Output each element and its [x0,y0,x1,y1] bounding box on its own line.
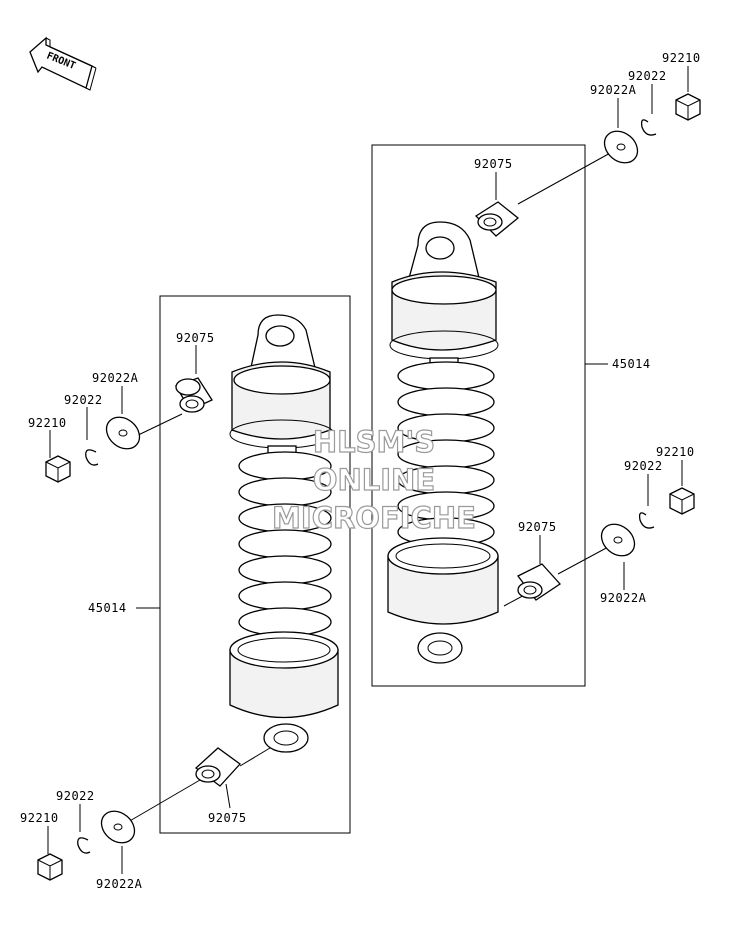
label-washer-left-top: 92022A [92,371,139,385]
label-nut-right-bottom: 92210 [656,445,695,459]
washer-icon [600,523,636,557]
right-assembly-frame [371,144,586,687]
washer-icon [105,416,141,450]
nut-icon [37,853,63,881]
circlip-icon [77,837,91,854]
label-circlip-left-bottom: 92022 [56,789,95,803]
circlip-icon [85,449,99,466]
washer-icon [603,130,639,164]
watermark-line3: MICROFICHE [272,501,476,535]
label-nut-right-top: 92210 [662,51,701,65]
label-nut-left-top: 92210 [28,416,67,430]
label-circlip-right-bottom: 92022 [624,459,663,473]
label-washer-right-top: 92022A [590,83,637,97]
collar-icon [194,747,241,787]
nut-icon [675,93,701,121]
collar-icon [517,563,561,601]
watermark-line1: HLSM'S [313,425,435,459]
shock-absorber-icon [229,314,339,753]
label-shock-right: 45014 [612,357,651,371]
left-assembly-frame [159,295,351,834]
label-washer-left-bottom: 92022A [96,877,143,891]
nut-icon [669,487,695,515]
label-collar-right-top: 92075 [474,157,513,171]
collar-icon [175,377,213,413]
label-nut-left-bottom: 92210 [20,811,59,825]
collar-icon [474,201,520,237]
label-circlip-left-top: 92022 [64,393,103,407]
label-collar-right-bottom: 92075 [518,520,557,534]
circlip-icon [638,512,655,529]
circlip-icon [640,119,657,136]
label-collar-left-bottom: 92075 [208,811,247,825]
washer-icon [100,810,136,844]
label-washer-right-bottom: 92022A [600,591,647,605]
front-arrow-icon: FRONT [29,36,97,91]
watermark-line2: ONLINE [313,463,435,497]
shock-absorber-icon [387,221,499,664]
label-shock-left: 45014 [88,601,127,615]
nut-icon [45,455,71,483]
label-collar-left-top: 92075 [176,331,215,345]
label-circlip-right-top: 92022 [628,69,667,83]
watermark: HLSM'S ONLINE MICROFICHE [271,424,476,535]
